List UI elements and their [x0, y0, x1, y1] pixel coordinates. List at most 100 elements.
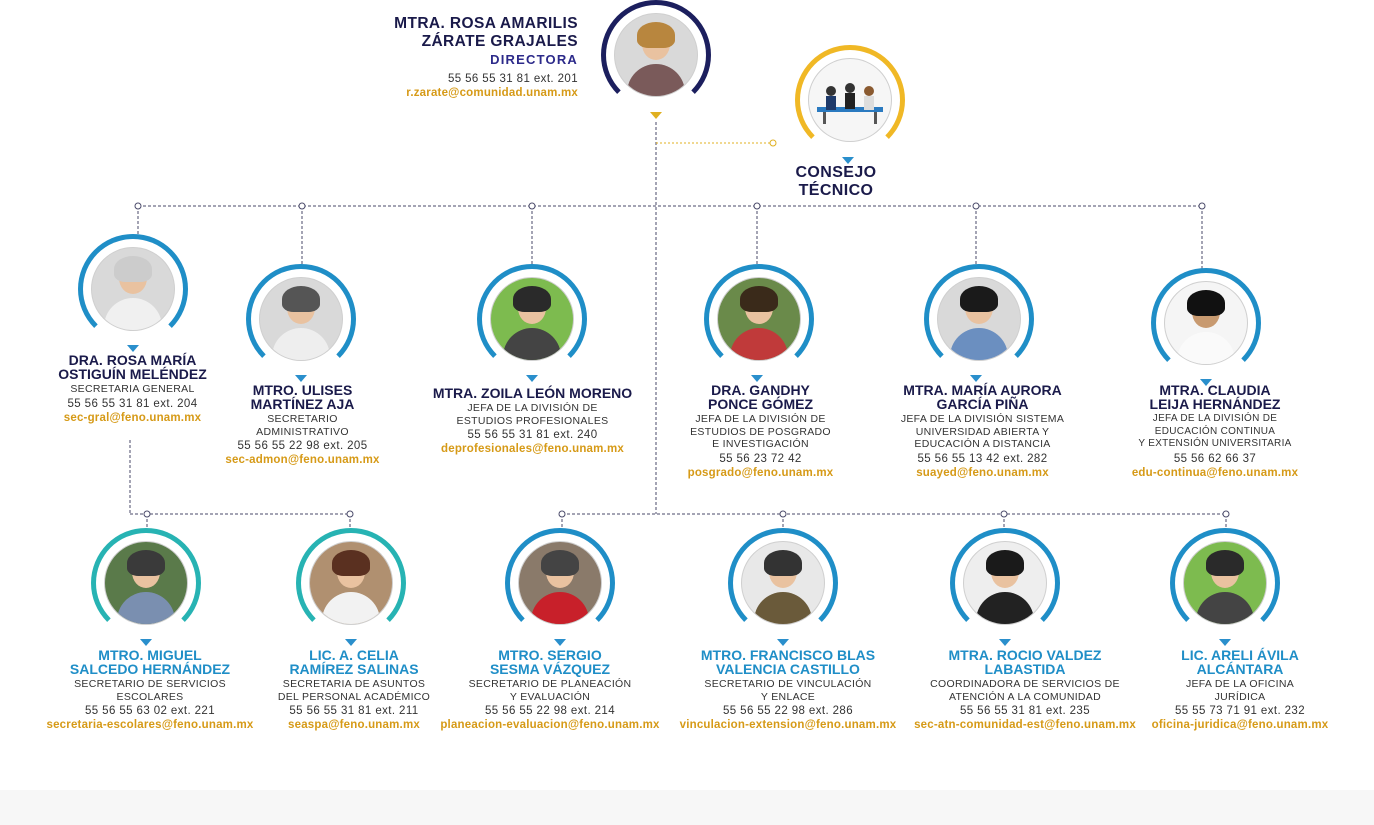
director-email[interactable]: r.zarate@comunidad.unam.mx	[406, 87, 578, 99]
row2-pointer-6	[1219, 639, 1231, 646]
row1-photo-4	[718, 278, 800, 360]
row1-role-4: JEFA DE LA DIVISIÓN DE ESTUDIOS DE POSGR…	[690, 413, 831, 450]
consejo-label: CONSEJO TÉCNICO	[795, 164, 877, 199]
row1-pointer-5	[970, 375, 982, 382]
row2-photo-3	[519, 542, 601, 624]
row2-phone-2: 55 56 55 31 81 ext. 211	[289, 705, 419, 717]
row2-email-5[interactable]: sec-atn-comunidad-est@feno.unam.mx	[914, 719, 1136, 731]
row2-email-4[interactable]: vinculacion-extension@feno.unam.mx	[679, 719, 897, 731]
director-name: MTRA. ROSA AMARILIS ZÁRATE GRAJALES	[394, 15, 578, 50]
row2-phone-1: 55 56 55 63 02 ext. 221	[84, 705, 216, 717]
row2-pointer-4	[777, 639, 789, 646]
row1-avatar-3	[477, 264, 587, 374]
row1-node-4: DRA. GANDHY PONCE GÓMEZ JEFA DE LA DIVIS…	[678, 383, 843, 479]
row2-pointer-1	[140, 639, 152, 646]
row2-role-5: COORDINADORA DE SERVICIOS DE ATENCIÓN A …	[930, 678, 1120, 703]
row1-pointer-2	[295, 375, 307, 382]
row2-role-2: SECRETARIA DE ASUNTOS DEL PERSONAL ACADÉ…	[277, 678, 431, 703]
footer-band	[0, 790, 1374, 825]
meeting-people-icon	[809, 59, 891, 141]
row2-avatar-5	[950, 528, 1060, 638]
row1-email-6[interactable]: edu-continua@feno.unam.mx	[1131, 466, 1299, 479]
row1-name-2: MTRO. ULISES MARTÍNEZ AJA	[250, 382, 355, 412]
row2-avatar-3	[505, 528, 615, 638]
row2-avatar-4	[728, 528, 838, 638]
row2-photo-5	[964, 542, 1046, 624]
row1-name-6: MTRA. CLAUDIA LEIJA HERNÁNDEZ	[1149, 382, 1281, 412]
row2-email-2[interactable]: seaspa@feno.unam.mx	[288, 719, 420, 731]
row1-avatar-6	[1151, 268, 1261, 378]
row1-phone-6: 55 56 62 66 37	[1173, 452, 1257, 465]
row1-avatar-5	[924, 264, 1034, 374]
row2-email-1[interactable]: secretaria-escolares@feno.unam.mx	[46, 719, 254, 731]
row1-avatar-2	[246, 264, 356, 374]
director-phone: 55 56 55 31 81 ext. 201	[447, 73, 578, 85]
row2-node-4: MTRO. FRANCISCO BLAS VALENCIA CASTILLO S…	[672, 648, 904, 731]
row1-phone-4: 55 56 23 72 42	[719, 452, 802, 465]
row1-pointer-6	[1200, 379, 1212, 386]
director-photo	[615, 14, 697, 96]
row2-node-1: MTRO. MIGUEL SALCEDO HERNÁNDEZ SECRETARI…	[30, 648, 270, 731]
row1-email-1[interactable]: sec-gral@feno.unam.mx	[63, 411, 202, 424]
row1-email-5[interactable]: suayed@feno.unam.mx	[916, 466, 1049, 479]
row2-phone-6: 55 55 73 71 91 ext. 232	[1174, 705, 1306, 717]
row2-phone-4: 55 56 55 22 98 ext. 286	[722, 705, 854, 717]
row1-avatar-4	[704, 264, 814, 374]
row2-avatar-6	[1170, 528, 1280, 638]
row2-node-3: MTRO. SERGIO SESMA VÁZQUEZ SECRETARIO DE…	[435, 648, 665, 731]
row2-name-3: MTRO. SERGIO SESMA VÁZQUEZ	[489, 647, 611, 677]
row2-pointer-2	[345, 639, 357, 646]
row2-photo-4	[742, 542, 824, 624]
row1-name-4: DRA. GANDHY PONCE GÓMEZ	[707, 382, 813, 412]
row1-node-2: MTRO. ULISES MARTÍNEZ AJA SECRETARIO ADM…	[215, 383, 390, 466]
row2-photo-6	[1184, 542, 1266, 624]
row2-phone-3: 55 56 55 22 98 ext. 214	[484, 705, 616, 717]
row1-pointer-3	[526, 375, 538, 382]
row2-avatar-1	[91, 528, 201, 638]
director-title: DIRECTORA	[490, 52, 578, 67]
row1-phone-3: 55 56 55 31 81 ext. 240	[467, 429, 598, 441]
row1-phone-1: 55 56 55 31 81 ext. 204	[67, 397, 198, 410]
row1-phone-5: 55 56 55 13 42 ext. 282	[917, 452, 1048, 465]
row2-name-5: MTRA. ROCIO VALDEZ LABASTIDA	[948, 647, 1102, 677]
row2-name-1: MTRO. MIGUEL SALCEDO HERNÁNDEZ	[69, 647, 231, 677]
row1-email-4[interactable]: posgrado@feno.unam.mx	[687, 466, 834, 479]
row2-role-3: SECRETARIO DE PLANEACIÓN Y EVALUACIÓN	[468, 678, 632, 703]
row1-name-3: MTRA. ZOILA LEÓN MORENO	[432, 385, 633, 401]
row1-role-2: SECRETARIO ADMINISTRATIVO	[256, 413, 349, 438]
row2-email-3[interactable]: planeacion-evaluacion@feno.unam.mx	[440, 719, 660, 731]
row2-role-1: SECRETARIO DE SERVICIOS ESCOLARES	[74, 678, 226, 703]
consejo-link-dot	[769, 139, 777, 147]
row2-avatar-2	[296, 528, 406, 638]
row2-role-6: JEFA DE LA OFICINA JURÍDICA	[1185, 678, 1295, 703]
row2-pointer-3	[554, 639, 566, 646]
row1-photo-1	[92, 248, 174, 330]
row1-avatar-1	[78, 234, 188, 344]
row2-photo-1	[105, 542, 187, 624]
row1-email-3[interactable]: deprofesionales@feno.unam.mx	[441, 443, 624, 455]
row1-role-5: JEFA DE LA DIVISIÓN SISTEMA UNIVERSIDAD …	[900, 413, 1065, 450]
row2-pointer-5	[999, 639, 1011, 646]
consejo-pointer	[842, 157, 854, 164]
row1-pointer-1	[127, 345, 139, 352]
row1-role-3: JEFA DE LA DIVISIÓN DE ESTUDIOS PROFESIO…	[456, 402, 609, 427]
row2-node-2: LIC. A. CELIA RAMÍREZ SALINAS SECRETARIA…	[268, 648, 440, 731]
row1-name-1: DRA. ROSA MARÍA OSTIGUÍN MELÉNDEZ	[58, 352, 207, 382]
row2-role-4: SECRETARIO DE VINCULACIÓN Y ENLACE	[704, 678, 872, 703]
row2-node-5: MTRA. ROCIO VALDEZ LABASTIDA COORDINADOR…	[905, 648, 1145, 731]
consejo-avatar	[795, 45, 905, 155]
row2-name-6: LIC. ARELI ÁVILA ALCÁNTARA	[1181, 647, 1299, 677]
row2-email-6[interactable]: oficina-juridica@feno.unam.mx	[1151, 719, 1329, 731]
row1-email-2[interactable]: sec-admon@feno.unam.mx	[225, 454, 380, 466]
row1-node-6: MTRA. CLAUDIA LEIJA HERNÁNDEZ JEFA DE LA…	[1120, 383, 1310, 479]
row1-photo-5	[938, 278, 1020, 360]
row1-node-3: MTRA. ZOILA LEÓN MORENO JEFA DE LA DIVIS…	[425, 386, 640, 455]
row1-phone-2: 55 56 55 22 98 ext. 205	[237, 440, 368, 452]
director-info: MTRA. ROSA AMARILIS ZÁRATE GRAJALES DIRE…	[360, 15, 578, 99]
row1-node-1: DRA. ROSA MARÍA OSTIGUÍN MELÉNDEZ SECRET…	[40, 353, 225, 424]
director-pointer	[650, 112, 662, 119]
row2-name-2: LIC. A. CELIA RAMÍREZ SALINAS	[289, 647, 419, 677]
row1-photo-6	[1165, 282, 1247, 364]
row1-photo-3	[491, 278, 573, 360]
